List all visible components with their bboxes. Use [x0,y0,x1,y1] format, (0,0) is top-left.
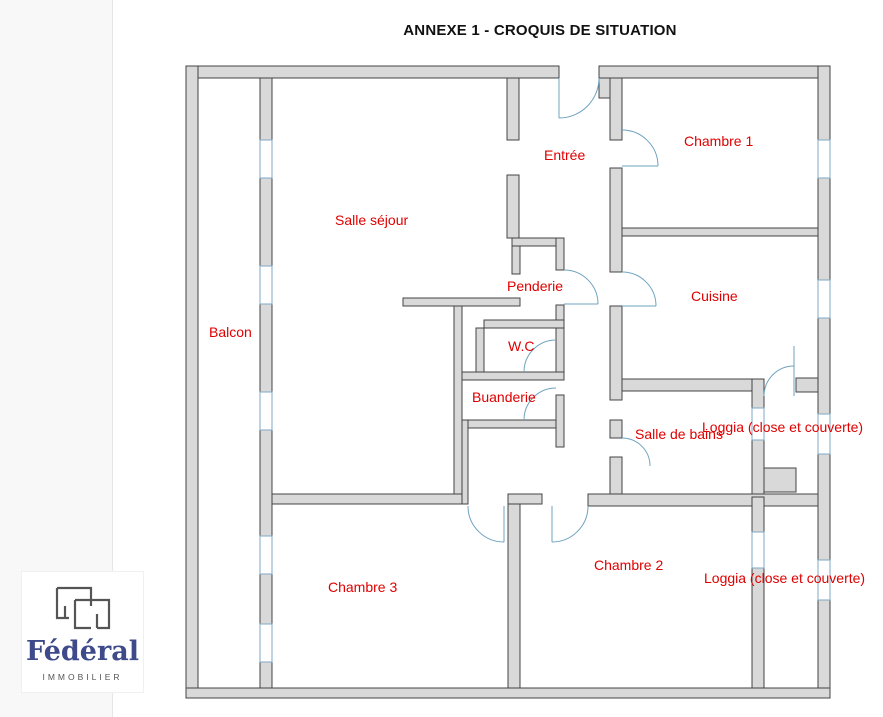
label-chambre-3: Chambre 3 [328,579,397,595]
wall-sejour-right [453,305,463,495]
label-penderie: Penderie [507,278,563,294]
label-entree: Entrée [544,147,585,163]
wall-penderie-top [511,237,563,247]
outer-wall-top-left [185,65,560,79]
door-swing-cuisine [621,271,657,307]
door-swing-loggia [763,365,795,397]
window-loggia-1 [817,413,831,455]
outer-wall-top-right [598,65,831,79]
window-sejour-1 [259,139,273,179]
outer-wall-bottom [185,687,831,699]
label-salle-sejour: Salle séjour [335,212,408,228]
window-chambre2-loggia [751,531,765,569]
window-loggia-2 [817,559,831,601]
wall-wc-right [555,327,565,373]
label-loggia-2: Loggia (close et couverte) [704,570,865,586]
window-sejour-2 [259,265,273,305]
wall-chambre2-left [507,503,521,689]
walls [185,65,831,699]
window-cuisine [817,279,831,319]
label-chambre-1: Chambre 1 [684,133,753,149]
door-swings [467,77,795,543]
wall-hall-left [461,419,469,505]
wall-buanderie-bottom [461,419,565,429]
wall-wc-bottom [461,371,565,381]
wall-wc-top [483,319,565,329]
door-swing-wc [523,339,557,373]
outer-wall-left [185,65,199,699]
wall-sejour-bottom-left [271,493,469,505]
door-swing-chambre2 [551,505,589,543]
wall-sejour-step [402,297,521,307]
label-cuisine: Cuisine [691,288,738,304]
logo-subtitle: IMMOBILIER [42,672,123,682]
wall-cuisine-bath [621,378,763,392]
wall-bath-left-lower [609,456,623,498]
door-swing-penderie [563,269,599,305]
door-swing-bath [621,437,651,467]
window-sejour-3 [259,391,273,431]
wall-buanderie-right [555,394,565,448]
logo-name: Fédéral [26,636,139,667]
label-salle-de-bains: Salle de bains [635,426,723,442]
window-chambre3-2 [259,623,273,663]
wall-hall-bottom-mid [507,493,543,505]
wall-bath-bottom [587,493,819,507]
windows [259,139,831,663]
door-swing-chambre1 [621,129,659,167]
wall-wc-left [475,327,485,373]
document-title: ANNEXE 1 - CROQUIS DE SITUATION [403,22,677,39]
label-loggia-1: Loggia (close et couverte) [702,419,863,435]
label-balcon: Balcon [209,324,252,340]
wall-chambre1-left-lower [609,167,623,273]
window-bath-loggia [751,407,765,441]
wall-chambre1-left-upper [609,77,623,141]
wall-bath-left-upper [609,419,623,439]
label-chambre-2: Chambre 2 [594,557,663,573]
window-chambre1 [817,139,831,179]
company-logo: Fédéral IMMOBILIER [21,571,144,693]
wall-cuisine-left [609,305,623,401]
wall-entry-left-lower [506,174,520,239]
door-swing-chambre3 [467,505,505,543]
wall-loggia2-left [751,496,765,689]
door-swing-entrance [558,77,600,119]
wall-entry-left-upper [506,77,520,141]
label-buanderie: Buanderie [472,389,536,405]
window-chambre3-1 [259,535,273,575]
wall-penderie-left [511,245,521,275]
wall-chambre1-cuisine [621,227,819,237]
wall-loggia-lower-block [763,467,797,493]
federal-logo-icon [55,586,111,630]
label-wc: W.C [508,338,534,354]
door-swing-buanderie [523,387,557,421]
wall-penderie-right-upper [555,237,565,271]
room-labels: Balcon Salle séjour Entrée Chambre 1 Pen… [209,133,865,595]
wall-loggia-top-block [795,377,819,393]
